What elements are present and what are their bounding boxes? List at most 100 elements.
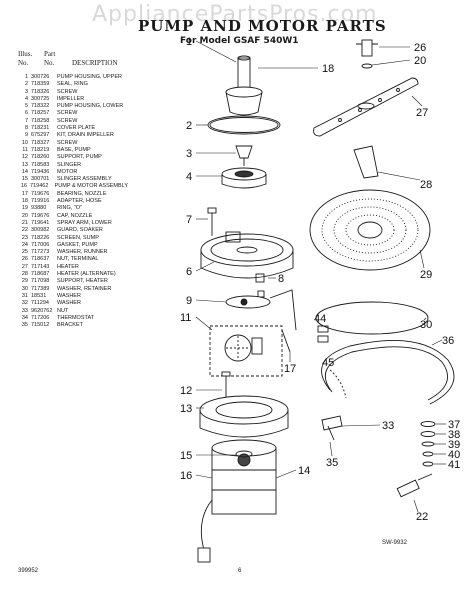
impeller-part: [221, 167, 267, 189]
leader-lines: [195, 40, 446, 513]
parts-list-part-no: 718258: [31, 117, 50, 124]
parts-list-illus-no: 18: [21, 198, 28, 205]
parts-list-description: KIT, DRAIN IMPELLER: [57, 132, 114, 139]
parts-list-description: GASKET, PUMP: [57, 241, 98, 248]
parts-list-illus-no: 8: [24, 125, 28, 132]
parts-list-part-no: 719676: [31, 212, 50, 219]
parts-list-illus-no: 16: [20, 183, 28, 190]
parts-list-part-no: 719916: [31, 198, 50, 205]
parts-list-description: MOTOR: [57, 168, 78, 175]
callout-8: 8: [278, 273, 284, 285]
parts-list-description: WASHER, RUNNER: [57, 249, 108, 256]
parts-list-illus-no: 13: [21, 161, 28, 168]
parts-list-illus-no: 12: [21, 154, 28, 161]
callout-33: 33: [382, 420, 394, 432]
diagram-title: PUMP AND MOTOR PARTS: [138, 17, 387, 35]
parts-list-illus-no: 11: [22, 146, 28, 153]
callout-41: 41: [448, 459, 460, 471]
parts-header-desc: DESCRIPTION: [72, 59, 118, 67]
parts-list-description: IMPELLER: [57, 95, 85, 102]
callout-14: 14: [298, 465, 310, 477]
callout-22: 22: [416, 511, 428, 523]
callout-29: 29: [420, 269, 432, 281]
parts-list-illus-no: 4: [24, 95, 28, 102]
terminal-hardware-part: [317, 325, 347, 399]
parts-list-part-no: 718583: [31, 161, 50, 168]
seal-ring-inner: [209, 117, 279, 133]
parts-list-illus-no: 23: [21, 234, 28, 241]
parts-list-part-no: 719462: [30, 183, 49, 190]
callout-20: 20: [414, 55, 426, 67]
parts-list-description: SPRAY ARM, LOWER: [57, 219, 112, 226]
parts-list-description: THERMOSTAT: [57, 314, 95, 321]
callout-labels: 1 2 3 4 7 6 8 9 11 12 13 15 16 14 17 18 …: [180, 36, 460, 523]
parts-list-description: COVER PLATE: [57, 125, 96, 132]
parts-list-description: SUPPORT, PUMP: [57, 154, 102, 161]
parts-list-illus-no: 35: [21, 322, 28, 329]
washer-stack-part: [420, 421, 436, 467]
callout-6: 6: [186, 266, 192, 278]
parts-list-illus-no: 9: [24, 132, 28, 139]
callout-30: 30: [420, 319, 432, 331]
callout-15: 15: [180, 450, 192, 462]
parts-list-part-no: 718326: [31, 88, 50, 95]
parts-header-col1: Illus.: [18, 50, 33, 58]
parts-list-description: BEARING, NOZZLE: [57, 190, 107, 197]
callout-27: 27: [416, 107, 428, 119]
parts-header-partno: No.: [44, 59, 55, 67]
parts-list-illus-no: 17: [21, 190, 28, 197]
parts-list-description: RING, "O": [57, 205, 82, 212]
parts-list-part-no: 300701: [31, 176, 50, 183]
parts-list-illus-no: 25: [21, 249, 28, 256]
parts-list-illus-no: 19: [21, 205, 28, 212]
parts-list-description: SCREW: [57, 110, 78, 117]
parts-list-part-no: 718231: [31, 125, 50, 132]
watermark: AppliancePartsPros.com: [92, 2, 378, 27]
parts-list-description: HEATER (ALTERNATE): [57, 271, 116, 278]
parts-list-description: SLINGER ASSEMBLY: [57, 176, 112, 183]
parts-list-illus-no: 32: [21, 300, 28, 307]
parts-list-illus-no: 24: [21, 241, 28, 248]
footer-drawing-code: SW-9932: [382, 540, 407, 546]
long-screw-part: [207, 207, 217, 236]
slinger-part: [199, 395, 289, 438]
parts-list-description: BASE, PUMP: [57, 146, 91, 153]
callout-3: 3: [186, 148, 192, 160]
parts-list-part-no: 300726: [31, 74, 50, 80]
parts-list-illus-no: 33: [21, 307, 28, 314]
parts-list-illus-no: 3: [24, 88, 28, 95]
parts-list-part-no: 300725: [31, 95, 50, 102]
parts-list-part-no: 717389: [31, 285, 50, 292]
parts-list-part-no: 719676: [31, 190, 50, 197]
parts-list-illus-no: 2: [24, 81, 28, 88]
bracket-part: [321, 415, 343, 441]
parts-list-description: NUT: [57, 307, 69, 314]
callout-26: 26: [414, 42, 426, 54]
parts-list-illus-no: 27: [21, 263, 28, 270]
parts-list-illus-no: 22: [21, 227, 28, 234]
parts-list-description: PUMP HOUSING, LOWER: [57, 103, 124, 110]
callout-2: 2: [186, 120, 192, 132]
thermostat-part: [396, 473, 433, 498]
motor-part: [197, 439, 277, 563]
